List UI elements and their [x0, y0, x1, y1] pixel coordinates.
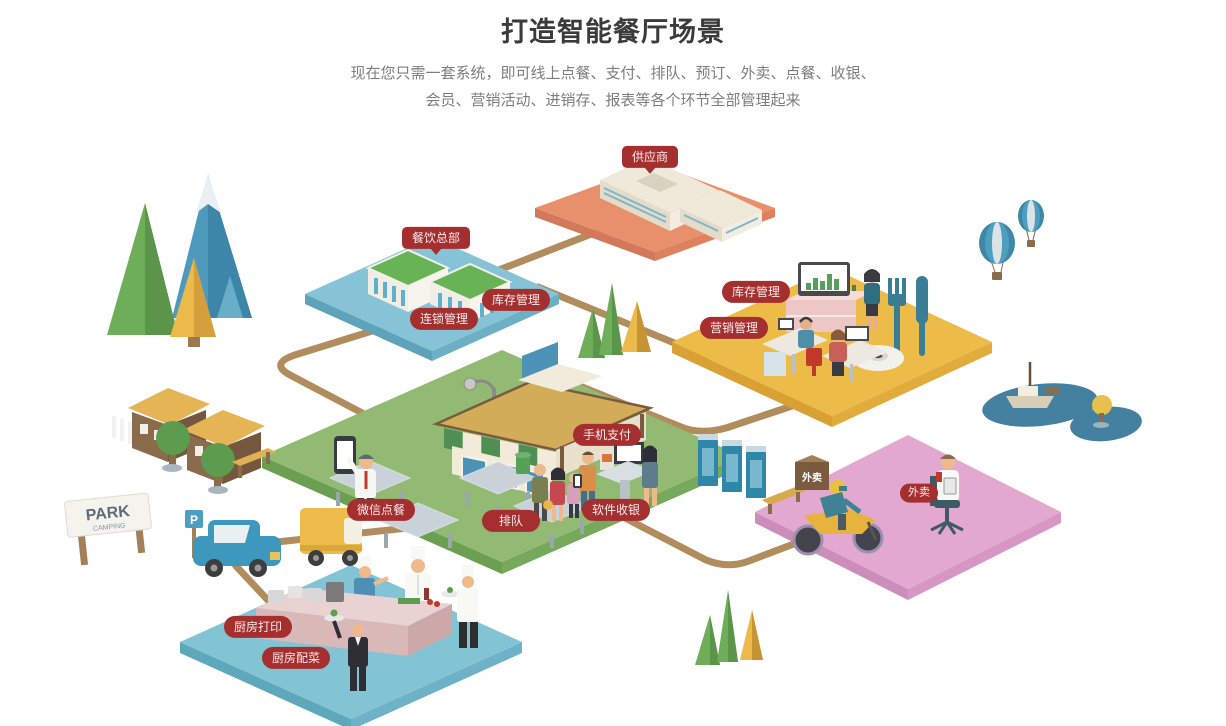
delivery-box-text: 外卖	[801, 471, 822, 484]
waiter	[324, 609, 368, 691]
trash-bin	[515, 452, 531, 474]
supplier-building	[600, 158, 762, 242]
platform-delivery	[755, 435, 1061, 600]
park-sign: PARK CAMPING	[64, 492, 152, 566]
bench	[232, 448, 276, 478]
page-title: 打造智能餐厅场景	[501, 17, 725, 47]
path-hq-restaurant	[277, 319, 406, 438]
street-bench	[762, 486, 806, 505]
chart-monitor	[798, 262, 850, 296]
standing-woman	[864, 269, 880, 330]
park-sign-text: PARK	[85, 503, 131, 525]
man-with-phone	[334, 436, 376, 520]
chef-right	[441, 565, 478, 648]
queue-people	[532, 464, 580, 521]
delivery-props: 外卖	[792, 454, 964, 556]
cashier-desk	[596, 442, 654, 500]
vending-kiosks	[698, 434, 806, 514]
blue-car	[193, 520, 281, 577]
round-trees	[156, 421, 235, 494]
platform-office	[672, 268, 992, 427]
desk-headset-worker	[762, 316, 828, 376]
trees-bottom	[695, 590, 763, 665]
pond-tree	[1092, 395, 1112, 415]
desk-seated-woman	[822, 326, 888, 382]
yellow-truck	[300, 508, 362, 566]
path-office-restaurant	[556, 374, 802, 435]
page-subtitle: 现在您只需一套系统，即可线上点餐、支付、排队、预订、外卖、点餐、收银、 会员、营…	[0, 60, 1226, 114]
houses	[112, 388, 276, 494]
hot-air-balloons	[979, 200, 1044, 280]
cashier-woman	[642, 445, 658, 506]
kitchen-props	[256, 546, 478, 691]
kitchen-counter	[256, 582, 452, 656]
roof-sign	[522, 342, 558, 380]
giant-fork-knife	[888, 276, 928, 356]
path-restaurant-delivery	[596, 501, 866, 569]
delivery-rider: 外卖	[792, 455, 884, 556]
subtitle-line-2: 会员、营销活动、进销存、报表等各个环节全部管理起来	[425, 92, 801, 109]
office-props	[762, 262, 928, 382]
mountain-and-trees	[107, 174, 252, 347]
snow-cap	[196, 174, 221, 213]
park-area: PARK CAMPING P	[64, 492, 362, 577]
subtitle-line-1: 现在您只需一套系统，即可线上点餐、支付、排队、预订、外卖、点餐、收银、	[350, 65, 876, 82]
pond	[982, 362, 1142, 442]
trees-mid	[578, 283, 651, 358]
inventory-cabinet	[786, 280, 874, 332]
camping-sign-text: CAMPING	[93, 522, 126, 532]
parking-sign-text: P	[190, 513, 198, 527]
